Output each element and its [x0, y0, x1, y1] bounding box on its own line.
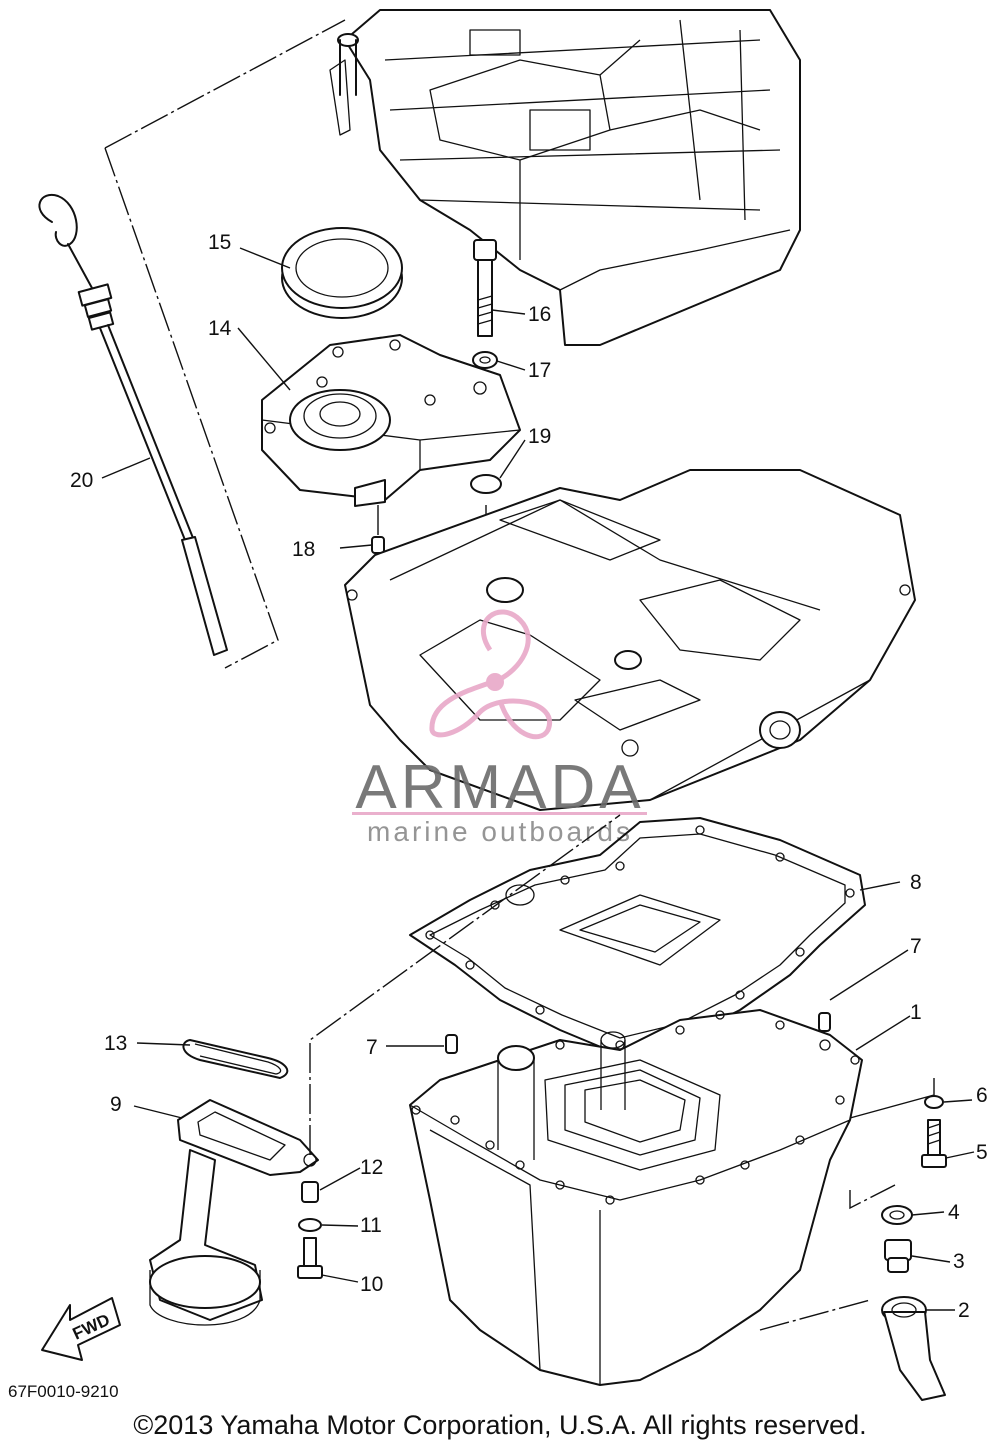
part-13-gasket — [182, 1039, 289, 1079]
watermark-brand: ARMADA — [355, 753, 644, 822]
part-7-dowel-pin-left — [445, 1034, 458, 1054]
watermark: ARMADA marine outboards — [352, 609, 647, 847]
callout-14: 14 — [208, 317, 232, 340]
watermark-hub-icon — [486, 673, 504, 691]
callout-18: 18 — [292, 538, 315, 561]
engine-block — [329, 9, 801, 346]
part-7-dowel-pin-right — [818, 1012, 831, 1032]
callout-15: 15 — [208, 231, 231, 254]
callout-3: 3 — [953, 1250, 965, 1273]
callout-6: 6 — [976, 1084, 988, 1107]
callout-10: 10 — [360, 1273, 383, 1296]
part-16-bolt — [473, 239, 497, 337]
part-18-dowel-pin — [371, 536, 385, 554]
part-9-oil-strainer-housing — [149, 1099, 319, 1326]
leader-lines — [101, 247, 975, 1311]
callout-16: 16 — [528, 303, 551, 326]
part-14-oil-pump — [261, 334, 521, 507]
callout-9: 9 — [110, 1093, 122, 1116]
part-5-bolt — [921, 1119, 947, 1168]
part-3-drain-plug — [884, 1239, 912, 1273]
part-19-o-ring — [470, 474, 502, 494]
watermark-underline — [352, 812, 647, 815]
part-11-washer — [298, 1218, 322, 1232]
watermark-tagline: marine outboards — [367, 816, 633, 847]
fwd-arrow-icon: FWD — [41, 1297, 121, 1361]
exhaust-guide — [344, 469, 916, 811]
part-1-oil-pan — [409, 1009, 863, 1386]
part-12-collar — [301, 1181, 319, 1203]
callout-1: 1 — [910, 1001, 922, 1024]
callout-7-right: 7 — [910, 935, 922, 958]
callout-12: 12 — [360, 1156, 383, 1179]
callout-4: 4 — [948, 1201, 960, 1224]
callout-20: 20 — [70, 469, 93, 492]
callout-19: 19 — [528, 425, 551, 448]
part-6-washer — [924, 1095, 944, 1109]
callout-numbers: 1 2 3 4 5 6 7 7 8 9 10 11 12 13 14 15 16… — [70, 231, 988, 1322]
part-10-bolt — [297, 1237, 323, 1279]
part-8-gasket — [409, 817, 866, 1056]
diagram-code: 67F0010-9210 — [8, 1382, 119, 1401]
callout-13: 13 — [104, 1032, 127, 1055]
callout-2: 2 — [958, 1299, 970, 1322]
part-17-washer — [472, 351, 498, 369]
part-4-gasket — [881, 1205, 913, 1225]
part-2-oil-strainer — [881, 1296, 946, 1401]
callout-11: 11 — [360, 1214, 382, 1237]
callout-7-left: 7 — [366, 1036, 378, 1059]
callout-5: 5 — [976, 1141, 988, 1164]
part-15-oil-seal — [281, 227, 403, 319]
callout-8: 8 — [910, 871, 922, 894]
part-20-dipstick — [38, 193, 228, 656]
copyright-notice: ©2013 Yamaha Motor Corporation, U.S.A. A… — [133, 1410, 866, 1440]
watermark-propeller-icon — [429, 609, 553, 740]
callout-17: 17 — [528, 359, 551, 382]
